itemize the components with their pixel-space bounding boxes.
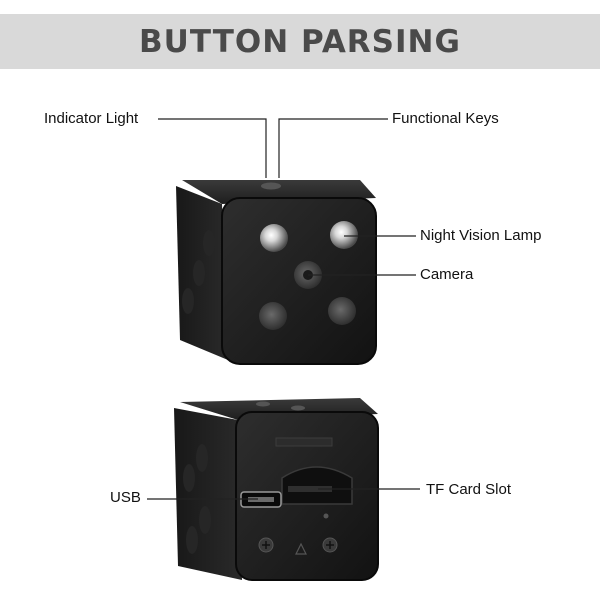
- side-pip: [203, 230, 215, 256]
- top-dot: [256, 401, 270, 407]
- label-usb: USB: [110, 489, 141, 506]
- night-vision-lamp-pip: [330, 221, 358, 249]
- tf-card-slot: [281, 466, 353, 505]
- side-pip: [196, 444, 208, 472]
- screw-slot: [262, 541, 270, 549]
- label-camera: Camera: [420, 266, 474, 283]
- side-pip: [186, 526, 198, 554]
- lower-cube: [174, 398, 379, 581]
- label-tf-card-slot: TF Card Slot: [426, 481, 512, 498]
- top-dot: [291, 405, 305, 411]
- upper-cube: [176, 180, 377, 365]
- reset-hole: [323, 513, 329, 519]
- title-banner: BUTTON PARSING: [0, 14, 600, 69]
- label-functional-keys: Functional Keys: [392, 110, 499, 127]
- usb-port-tongue: [248, 497, 274, 502]
- screw-slot: [326, 541, 334, 549]
- side-pip: [193, 260, 205, 286]
- callout-lines: [147, 118, 420, 500]
- triangle-mark: [295, 542, 307, 555]
- callout-functional-keys: [278, 118, 388, 178]
- side-pip: [199, 506, 211, 534]
- functional-key-button: [261, 182, 281, 190]
- side-pip: [182, 288, 194, 314]
- side-pip: [183, 464, 195, 492]
- stand-slot: [275, 437, 333, 447]
- night-vision-lamp-pip: [259, 302, 287, 330]
- night-vision-lamp-pip: [328, 297, 356, 325]
- night-vision-lamp-pip: [260, 224, 288, 252]
- callout-indicator-light: [158, 118, 267, 178]
- lower-cube-side-face: [174, 408, 242, 580]
- label-indicator-light: Indicator Light: [44, 110, 139, 127]
- banner-title: BUTTON PARSING: [139, 23, 461, 60]
- label-night-vision-lamp: Night Vision Lamp: [420, 227, 542, 244]
- tf-card-contacts: [288, 486, 332, 492]
